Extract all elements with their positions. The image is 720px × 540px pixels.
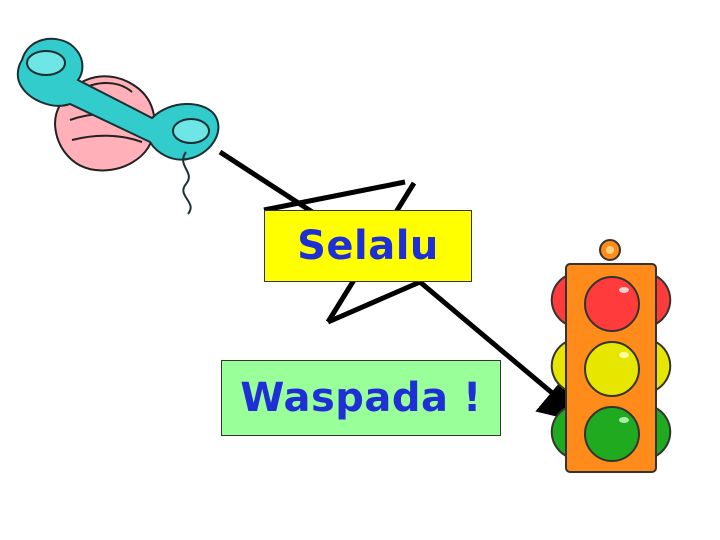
- lamp-red: [584, 276, 640, 332]
- visor-right: [655, 274, 672, 458]
- visor-left: [550, 274, 567, 458]
- traffic-light-icon: [550, 239, 672, 473]
- selalu-box: Selalu: [264, 210, 472, 282]
- telephone-handset-icon: [16, 37, 220, 215]
- waspada-box: Waspada !: [221, 360, 501, 436]
- lamp-yellow: [584, 341, 640, 397]
- lamp-green: [584, 406, 640, 462]
